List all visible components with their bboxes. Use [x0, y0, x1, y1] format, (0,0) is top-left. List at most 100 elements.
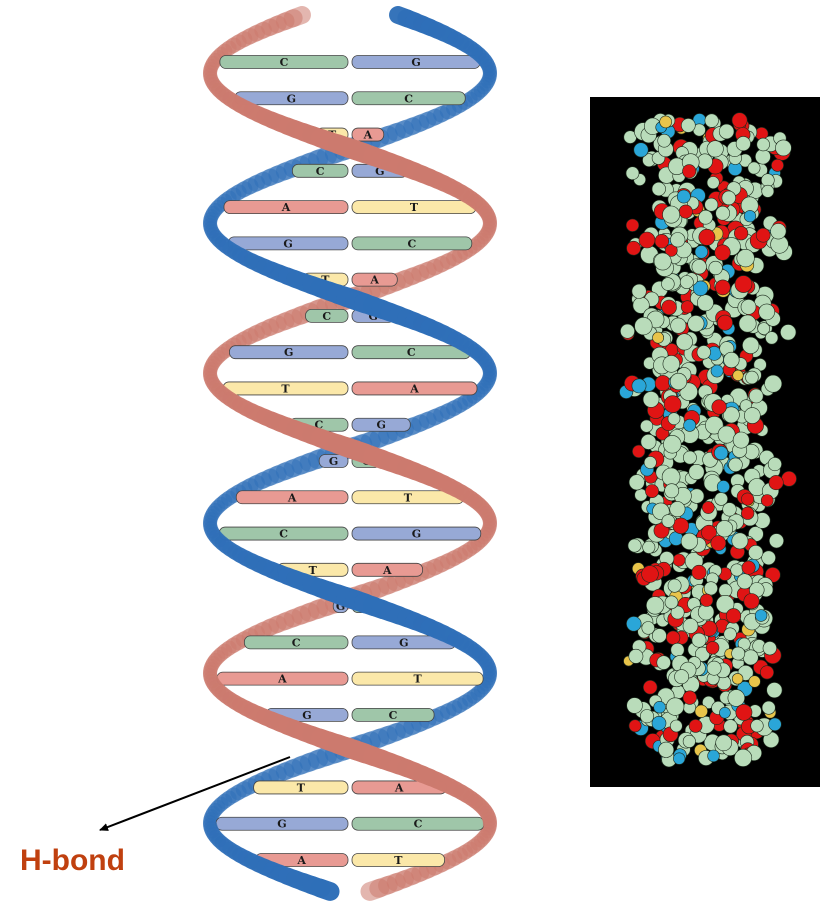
atom: [692, 633, 706, 647]
atom: [673, 554, 685, 566]
atom: [626, 616, 641, 631]
atom: [665, 484, 679, 498]
base-pair: CG: [220, 56, 480, 70]
atom: [719, 124, 734, 139]
atom: [680, 276, 693, 289]
atom: [741, 493, 753, 505]
base-letter: C: [292, 636, 301, 649]
space-filling-model: [590, 97, 820, 787]
atom: [635, 317, 653, 335]
atom: [652, 182, 666, 196]
base-letter: A: [394, 781, 404, 794]
atom: [769, 718, 782, 731]
base-letter: G: [399, 636, 408, 649]
atom: [709, 261, 723, 275]
atom: [715, 245, 731, 261]
atom: [724, 720, 738, 734]
atom: [756, 228, 770, 242]
base-letter: G: [411, 56, 420, 69]
atom: [658, 134, 671, 147]
base-letter: C: [407, 346, 416, 359]
atom: [642, 566, 659, 583]
base-letter: C: [280, 56, 289, 69]
atom: [746, 371, 759, 384]
atom: [644, 456, 656, 468]
atom: [749, 545, 763, 559]
atom: [620, 324, 634, 338]
atom: [695, 246, 708, 259]
base-letter: G: [284, 346, 293, 359]
atom: [654, 253, 671, 270]
atom: [737, 249, 755, 267]
atom: [729, 458, 743, 472]
base-letter: A: [369, 274, 379, 287]
atom: [733, 432, 749, 448]
atom: [668, 413, 680, 425]
atom: [641, 434, 656, 449]
atom: [681, 118, 695, 132]
atom: [671, 643, 684, 656]
atom: [769, 534, 783, 548]
atom: [707, 177, 719, 189]
atom: [728, 690, 745, 707]
atom: [681, 301, 693, 313]
base-letter: G: [277, 818, 286, 831]
atom: [717, 315, 732, 330]
blue-strand-segment: [320, 888, 330, 892]
atom: [652, 629, 666, 643]
atom: [708, 750, 720, 762]
base-letter: G: [376, 419, 385, 432]
base-pair: GC: [235, 92, 466, 106]
base-pair: AT: [236, 491, 463, 505]
atom: [670, 373, 687, 390]
atom: [741, 507, 754, 520]
atom: [662, 468, 680, 486]
base-letter: G: [302, 709, 311, 722]
atom: [671, 318, 686, 333]
atom: [782, 471, 797, 486]
atom: [751, 720, 764, 733]
atom: [762, 185, 774, 197]
atom: [736, 136, 750, 150]
atom: [707, 141, 723, 157]
atom: [679, 205, 692, 218]
atom: [761, 495, 773, 507]
atom: [692, 565, 706, 579]
atom: [639, 232, 655, 248]
atom: [742, 561, 755, 574]
atom: [760, 666, 773, 679]
base-letter: T: [404, 491, 413, 504]
atom: [704, 582, 717, 595]
atom: [684, 419, 696, 431]
atom: [655, 375, 670, 390]
base-letter: C: [316, 165, 325, 178]
atom: [757, 138, 770, 151]
atom: [734, 226, 748, 240]
atom: [697, 154, 712, 169]
atom: [675, 670, 689, 684]
base-letter: A: [382, 564, 392, 577]
atom: [683, 451, 696, 464]
base-letter: A: [287, 491, 297, 504]
atom: [705, 114, 719, 128]
atom: [705, 198, 718, 211]
atom: [683, 691, 697, 705]
atom: [658, 742, 673, 757]
atom: [706, 641, 719, 654]
base-letter: G: [412, 528, 421, 541]
atom: [663, 206, 680, 223]
atom: [765, 375, 782, 392]
atom: [645, 485, 658, 498]
atom: [668, 579, 681, 592]
atom: [716, 520, 733, 537]
atom: [688, 315, 704, 331]
base-pair: CG: [244, 636, 455, 650]
base-letter: C: [389, 709, 398, 722]
base-pair: AT: [255, 854, 444, 868]
atom: [666, 698, 684, 716]
atom: [724, 628, 737, 641]
